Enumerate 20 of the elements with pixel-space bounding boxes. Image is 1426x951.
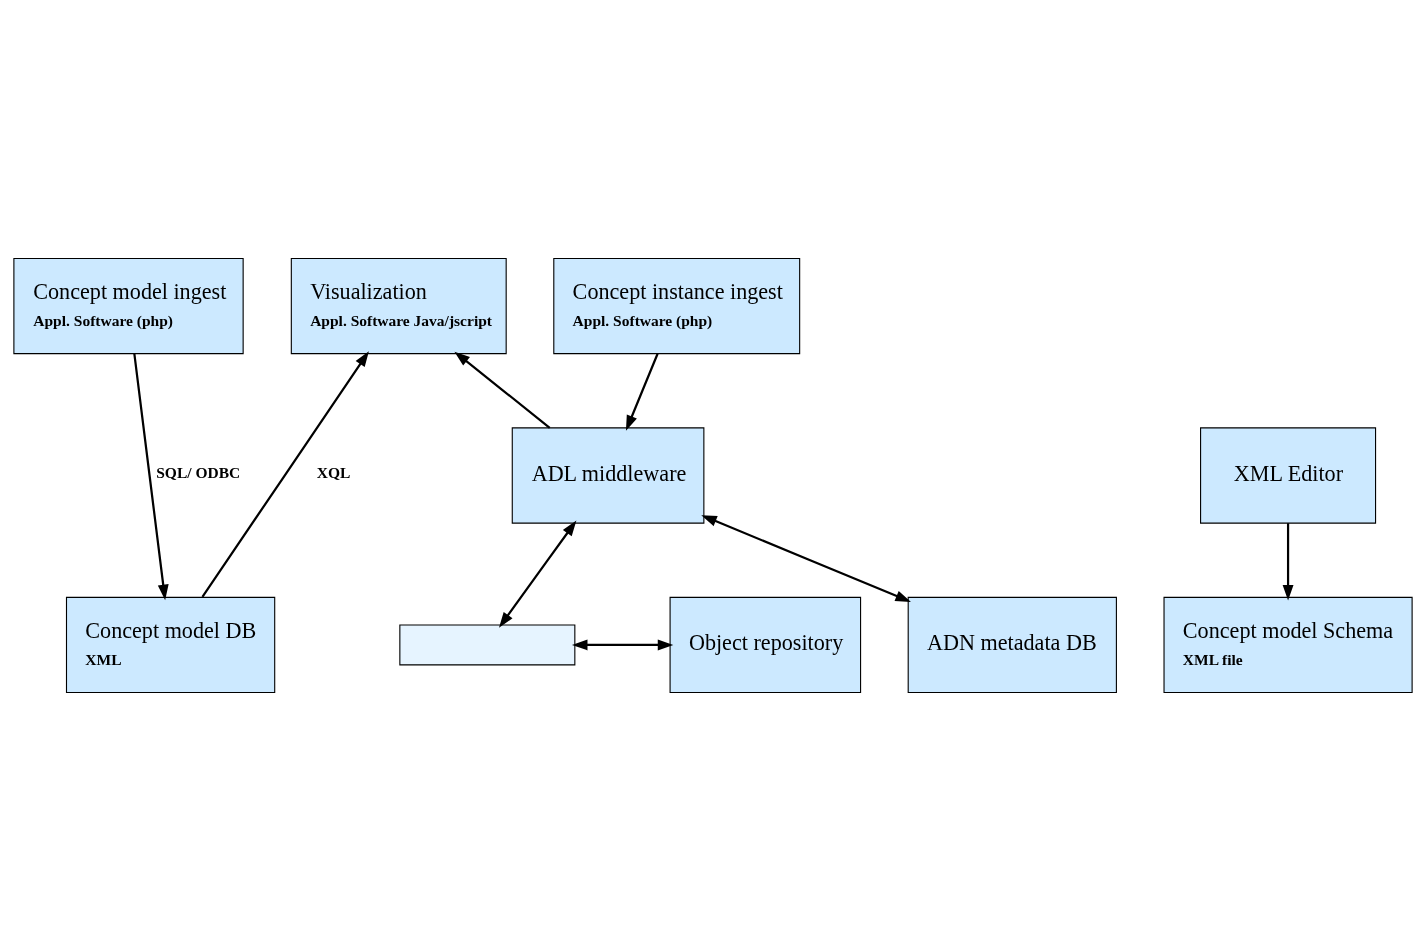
node-box: XML Editor <box>1200 427 1377 524</box>
node-box: Visualization Appl. Software Java/jscript <box>290 257 507 355</box>
arrow <box>1282 523 1294 601</box>
arrow <box>571 639 674 651</box>
arrow <box>454 351 551 429</box>
node-box: Concept model DB XML <box>65 596 276 694</box>
node-box: Concept model ingest Appl. Software (php) <box>13 257 244 355</box>
node-box: Concept instance ingest Appl. Software (php) <box>553 257 801 355</box>
arrow <box>625 353 659 431</box>
node-box: ADN metadata DB <box>907 596 1117 694</box>
arrow <box>133 353 169 601</box>
edge-label: XQL <box>316 464 351 482</box>
node-box: Concept model Schema XML file <box>1163 596 1413 694</box>
edge-label: SQL/ ODBC <box>156 464 241 482</box>
node-box: ADL middleware <box>511 427 705 524</box>
arrow <box>499 520 577 628</box>
node-box <box>399 624 576 666</box>
arrow <box>201 351 369 598</box>
node-box: Object repository <box>669 596 862 694</box>
arrow <box>701 515 911 602</box>
